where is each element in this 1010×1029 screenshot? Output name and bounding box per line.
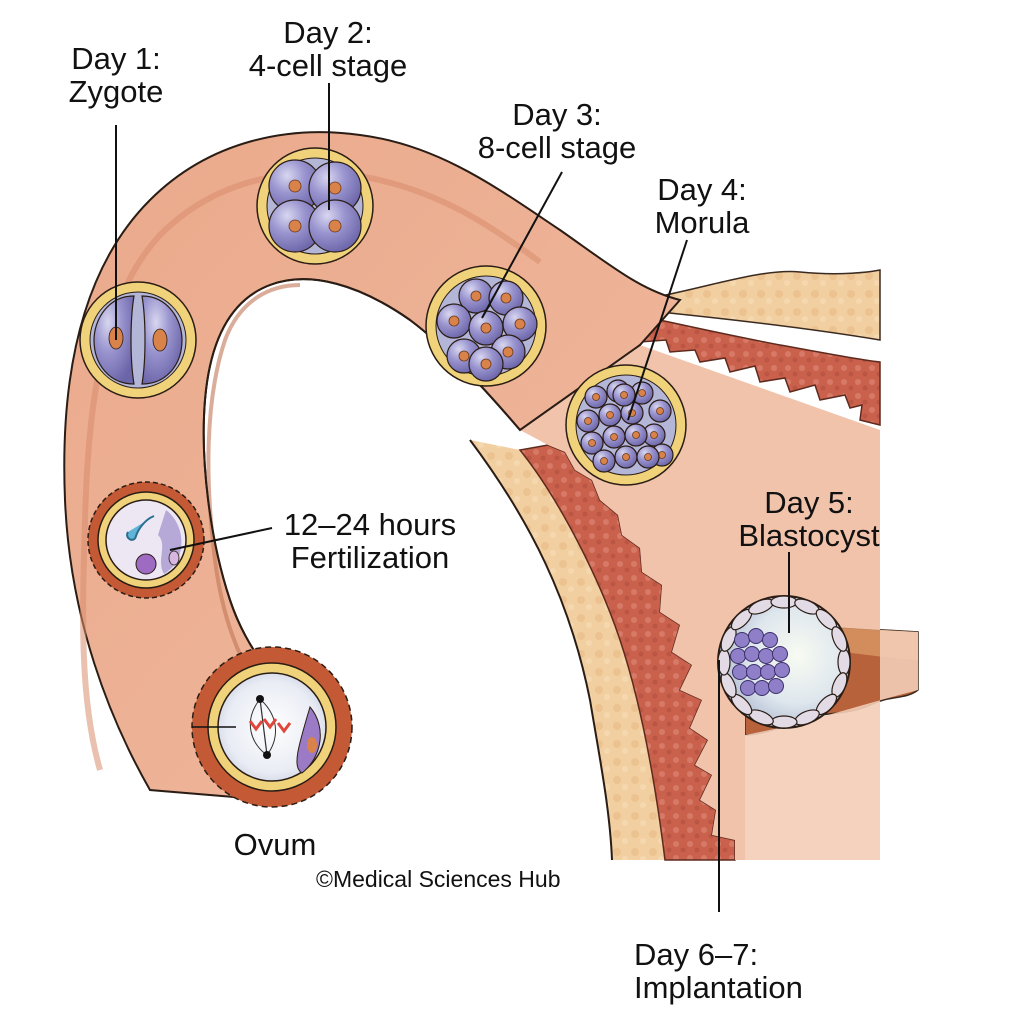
label-eight-cell-day: Day 3: [512,97,602,132]
label-eight-cell-name: 8-cell stage [477,130,637,165]
label-zygote-day: Day 1: [71,41,161,76]
label-four-cell-day: Day 2: [283,15,373,50]
nucleus [620,391,628,399]
inner-cell-mass-cell [754,680,770,696]
morula [565,364,687,486]
nucleus [588,439,596,447]
nucleus [606,411,614,419]
trophoblast-cell [831,626,848,652]
credit-text: ©Medical Sciences Hub [316,866,561,892]
nucleus [610,433,618,441]
nucleus [650,431,658,439]
ovum [191,646,353,808]
myometrium-lower [470,440,665,860]
inner-cell-mass-cell [758,648,774,664]
label-morula-name: Morula [654,205,750,240]
label-zygote-name: Zygote [68,74,164,109]
label-blastocyst-name: Blastocyst [738,518,880,553]
label-eight-cell: Day 3: 8-cell stage [462,98,652,164]
blastocyst [717,595,851,729]
nucleus [480,322,492,334]
leader-fertilization [169,527,273,551]
fertilization-cell [87,481,205,599]
label-blastocyst-day: Day 5: [764,485,854,520]
nucleus [592,393,600,401]
inner-cell-mass-cell [730,648,746,664]
nucleus [328,219,342,233]
nucleus [622,453,630,461]
nucleus [500,292,512,304]
label-fertilization-time: 12–24 hours [283,507,457,542]
nucleus [644,453,652,461]
leader-morula [627,239,688,421]
nucleus [480,358,492,370]
nucleus [448,315,460,327]
nucleus [584,417,592,425]
inner-cell-mass-cell [760,664,776,680]
label-implantation: Day 6–7: Implantation [634,938,830,1004]
inner-cell-mass-cell [774,662,790,678]
label-implantation-day: Day 6–7: [634,937,759,972]
label-implantation-name: Implantation [634,970,803,1005]
nucleus [328,181,342,195]
label-four-cell: Day 2: 4-cell stage [232,16,424,82]
inner-cell-mass-cell [732,664,748,680]
leader-eight-cell [481,171,563,319]
inner-cell-mass-cell [734,632,750,648]
nucleus [502,346,514,358]
zygote-cell [79,281,197,399]
nucleus [458,350,470,362]
inner-cell-mass-cell [772,646,788,662]
label-zygote: Day 1: Zygote [57,42,175,108]
label-blastocyst: Day 5: Blastocyst [726,486,892,552]
trophoblast-cell [770,715,798,729]
nucleus [514,318,526,330]
nucleus [288,219,302,233]
inner-cell-mass-cell [740,680,756,696]
inner-cell-mass-cell [748,628,764,644]
four-cell-embryo [256,147,374,265]
trophoblast-cell [770,595,798,609]
nucleus [470,290,482,302]
label-fertilization: 12–24 hours Fertilization [270,508,470,574]
nucleus [600,457,608,465]
nucleus [638,389,646,397]
eight-cell-embryo [425,265,547,387]
trophoblast-cell [837,648,851,676]
label-ovum-name: Ovum [233,827,317,862]
myometrium-upper [639,269,881,341]
inner-cell-mass-cell [744,646,760,662]
label-morula-day: Day 4: [657,172,747,207]
leader-lines [115,83,790,912]
nucleus [288,179,302,193]
inner-cell-mass-cell [768,678,784,694]
inner-cell-mass-cell [762,632,778,648]
nucleus [632,431,640,439]
label-fertilization-name: Fertilization [290,540,450,575]
inner-cell-mass-cell [746,664,762,680]
label-four-cell-name: 4-cell stage [248,48,408,83]
label-morula: Day 4: Morula [640,173,764,239]
label-ovum: Ovum [220,828,330,861]
nucleus [656,407,664,415]
